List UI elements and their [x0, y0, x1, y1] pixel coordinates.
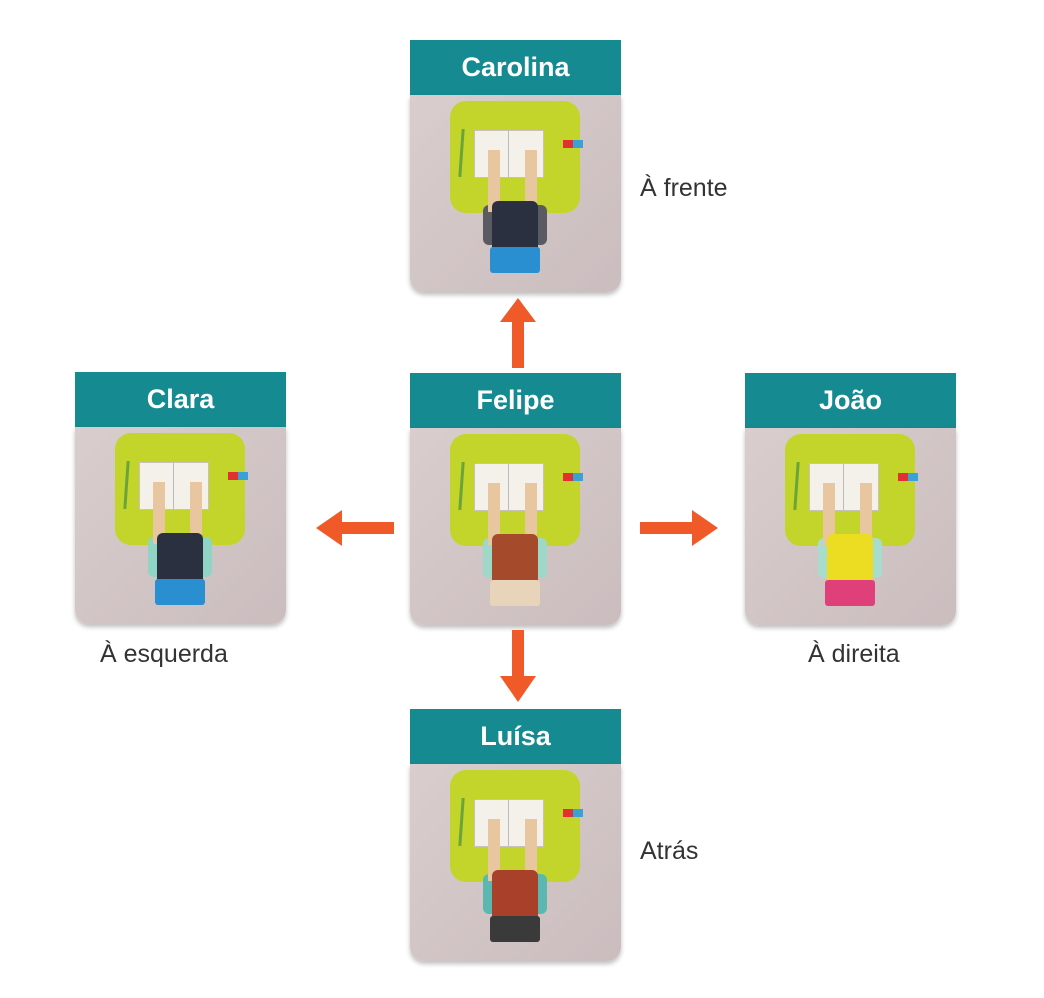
name-header: Carolina — [410, 40, 621, 95]
name-header: Luísa — [410, 709, 621, 764]
position-label-left: À esquerda — [100, 640, 228, 668]
student-desk-illustration — [410, 95, 621, 292]
arrow-left-icon — [316, 510, 394, 546]
card-clara: Clara — [75, 372, 286, 624]
left-arm — [488, 483, 500, 545]
left-arm — [153, 482, 165, 544]
student-head-icon — [157, 533, 203, 585]
eraser-icon — [228, 472, 248, 480]
position-label-front: À frente — [640, 174, 728, 202]
card-felipe: Felipe — [410, 373, 621, 625]
student-head-icon — [492, 870, 538, 922]
card-luisa: Luísa — [410, 709, 621, 961]
right-arm — [190, 482, 202, 544]
eraser-icon — [563, 809, 583, 817]
name-header: João — [745, 373, 956, 428]
card-joao: João — [745, 373, 956, 625]
position-label-right: À direita — [808, 640, 900, 668]
position-label-behind: Atrás — [640, 837, 699, 865]
name-header: Felipe — [410, 373, 621, 428]
student-head-icon — [492, 201, 538, 253]
chair-icon — [155, 579, 205, 605]
arrow-up-icon — [500, 298, 536, 368]
right-arm — [525, 150, 537, 212]
chair-icon — [490, 247, 540, 273]
right-arm — [525, 483, 537, 545]
eraser-icon — [563, 140, 583, 148]
eraser-icon — [898, 473, 918, 481]
arrow-right-icon — [640, 510, 718, 546]
left-arm — [488, 150, 500, 212]
name-header: Clara — [75, 372, 286, 427]
eraser-icon — [563, 473, 583, 481]
chair-icon — [490, 580, 540, 606]
chair-icon — [825, 580, 875, 606]
left-arm — [823, 483, 835, 545]
student-desk-illustration — [745, 428, 956, 625]
chair-icon — [490, 916, 540, 942]
right-arm — [860, 483, 872, 545]
right-arm — [525, 819, 537, 881]
student-head-icon — [492, 534, 538, 586]
student-desk-illustration — [410, 428, 621, 625]
student-head-icon — [827, 534, 873, 586]
student-desk-illustration — [75, 427, 286, 624]
card-carolina: Carolina — [410, 40, 621, 292]
student-desk-illustration — [410, 764, 621, 961]
left-arm — [488, 819, 500, 881]
arrow-down-icon — [500, 630, 536, 702]
